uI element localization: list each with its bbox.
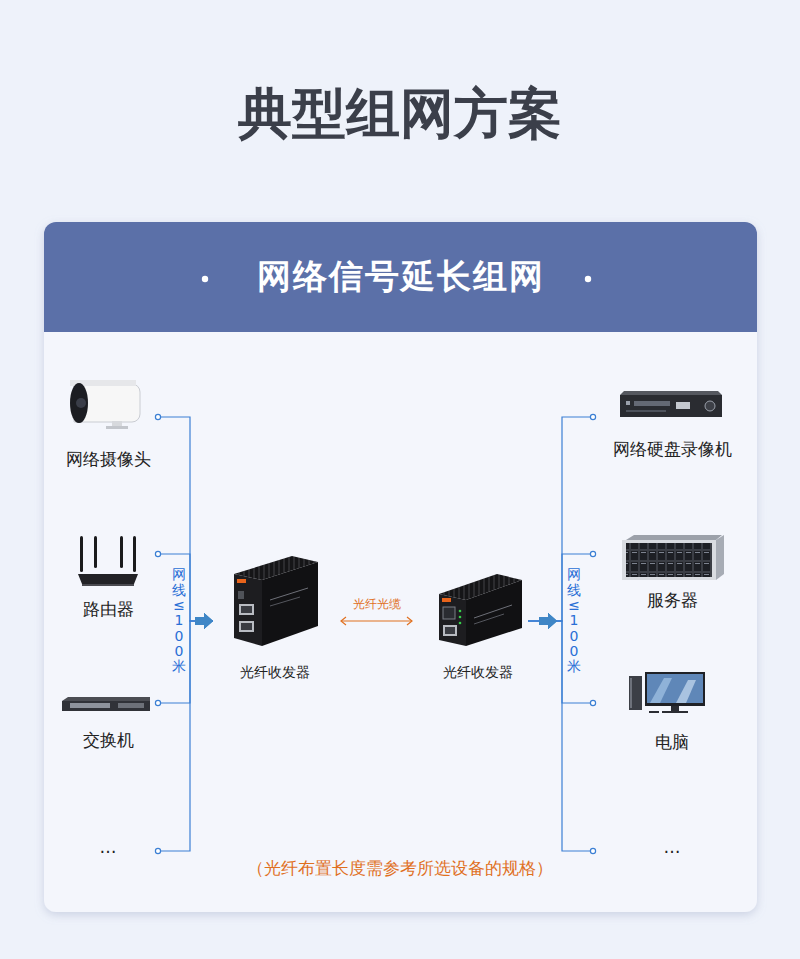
connector-dot [155, 848, 160, 853]
cable-length-label: 网线≤100米 [172, 567, 186, 675]
arrowhead [341, 617, 346, 625]
connector-dot [155, 551, 160, 556]
server-icon [622, 535, 724, 580]
arrowhead [539, 613, 557, 629]
device-node: 交换机 [58, 692, 158, 751]
page-title: 典型组网方案 [0, 78, 800, 151]
connector-dot [155, 414, 160, 419]
connector-dot [590, 551, 595, 556]
device-label: 电脑 [655, 731, 689, 753]
device-label: 网络摄像头 [66, 448, 151, 470]
device-label: … [664, 836, 681, 858]
arrowhead [195, 613, 213, 629]
device-node: … [597, 836, 747, 858]
pc-icon [629, 672, 705, 713]
footnote: （光纤布置长度需参考所选设备的规格） [0, 857, 800, 880]
camera-icon [70, 380, 140, 429]
transceiver-icon [234, 556, 318, 646]
device-node: 光纤收发器 [225, 550, 325, 682]
arrowhead [539, 613, 557, 629]
connector-dot [590, 414, 595, 419]
network-card: 网络摄像头路由器交换机 … 光纤收发器 光纤收发器 网络硬盘录像机服务器电脑 … 网络信号延… [44, 222, 757, 912]
connector [528, 414, 596, 629]
device-node: 网络摄像头 [58, 376, 158, 470]
arrowhead [539, 613, 557, 629]
arrowhead [539, 613, 557, 629]
device-label: 网络硬盘录像机 [613, 438, 732, 460]
network-cable [528, 621, 593, 703]
device-node: 网络硬盘录像机 [597, 386, 747, 460]
connector [341, 617, 412, 625]
fiber-line [341, 620, 412, 621]
arrowhead [407, 617, 412, 625]
card-heading: 网络信号延长组网 [44, 222, 757, 332]
card-panel [44, 222, 757, 912]
arrowhead [195, 613, 213, 629]
edge-label: 光纤光缆 [351, 596, 403, 613]
arrowhead [195, 613, 213, 629]
device-node: 光纤收发器 [428, 550, 528, 682]
connector [528, 613, 596, 854]
device-node: 服务器 [597, 530, 747, 611]
device-node: 路由器 [58, 530, 158, 620]
device-label: … [100, 836, 117, 858]
device-label: 服务器 [647, 589, 698, 611]
network-cable [528, 554, 593, 621]
network-cable [528, 417, 593, 621]
transceiver-icon [439, 574, 522, 646]
connector [528, 551, 596, 629]
device-label: 路由器 [83, 598, 134, 620]
connector-dot [590, 700, 595, 705]
device-label: 光纤收发器 [240, 662, 310, 682]
cable-length-label: 网线≤100米 [567, 567, 581, 675]
router-icon [78, 536, 138, 586]
nvr-icon [620, 391, 722, 417]
device-label: 交换机 [83, 729, 134, 751]
device-node: 电脑 [597, 668, 747, 753]
network-cable [528, 621, 593, 851]
connector-dot [590, 848, 595, 853]
connector-dot [155, 700, 160, 705]
device-label: 光纤收发器 [443, 662, 513, 682]
arrowhead [195, 613, 213, 629]
switch-icon [62, 697, 150, 711]
device-node: … [58, 836, 158, 858]
